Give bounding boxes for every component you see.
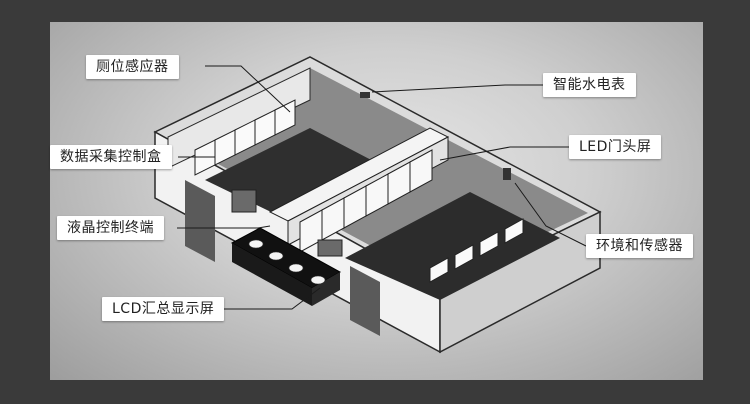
env-sensor-device <box>503 168 511 180</box>
counter-sinks <box>248 239 326 285</box>
counter-front <box>232 243 312 306</box>
label-toilet-sensor: 厕位感应器 <box>86 55 179 79</box>
right-room-floor-dark <box>345 192 560 300</box>
lcd-summary-device <box>317 239 343 257</box>
counter-side <box>312 272 340 306</box>
label-lcd-display: LCD汇总显示屏 <box>102 297 225 321</box>
urinal-row <box>429 218 524 283</box>
label-smart-meter: 智能水电表 <box>543 73 636 97</box>
left-stall-row <box>194 99 296 176</box>
door-right <box>350 266 380 336</box>
smart-meter-device <box>360 92 370 98</box>
label-data-box: 数据采集控制盒 <box>50 145 172 169</box>
lcd-terminal-device <box>231 189 257 213</box>
label-env-sensor: 环境和传感器 <box>586 234 693 258</box>
door-left <box>185 180 215 262</box>
label-led-screen: LED门头屏 <box>569 135 662 159</box>
leader-lines <box>177 65 587 310</box>
label-lcd-terminal: 液晶控制终端 <box>57 216 164 240</box>
right-stall-row <box>299 149 433 253</box>
